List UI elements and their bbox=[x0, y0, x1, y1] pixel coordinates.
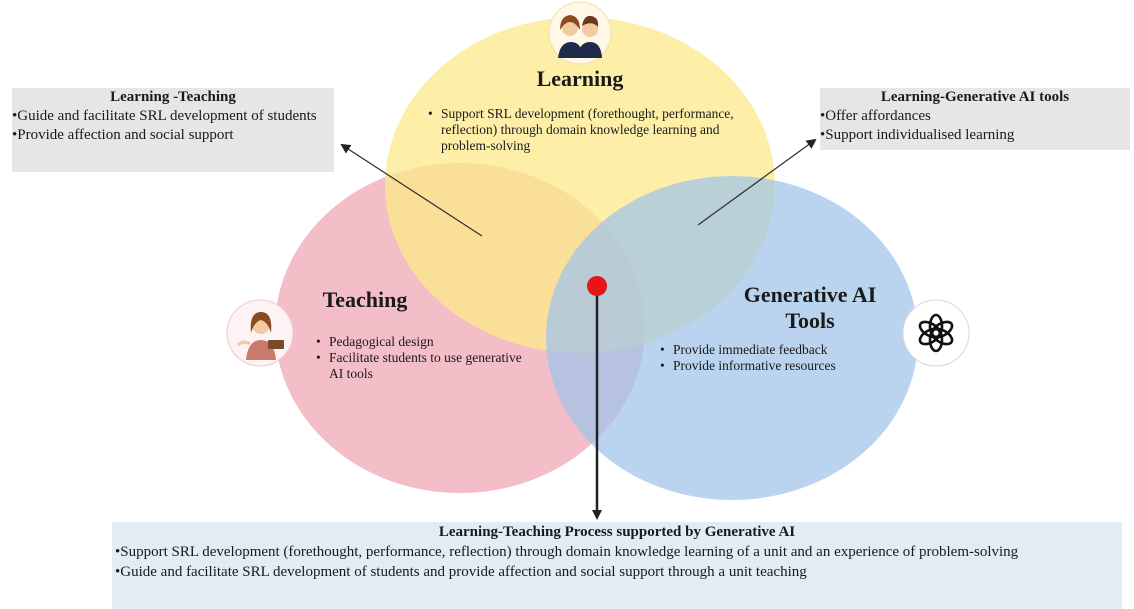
openai-logo-icon bbox=[902, 299, 970, 367]
genai-item-2: Provide informative resources bbox=[660, 358, 900, 374]
arrow-to-learning-genai bbox=[697, 138, 817, 226]
process-item-1: •Support SRL development (forethought, p… bbox=[115, 544, 1019, 560]
learning-title: Learning bbox=[536, 66, 624, 91]
genai-item-1: Provide immediate feedback bbox=[660, 342, 900, 358]
students-icon bbox=[548, 1, 612, 65]
teaching-item-1: Pedagogical design bbox=[316, 334, 526, 350]
learning-teaching-box: Learning -Teaching •Guide and facilitate… bbox=[12, 88, 334, 172]
learning-teaching-title: Learning -Teaching bbox=[110, 89, 236, 105]
learning-genai-title: Learning-Generative AI tools bbox=[880, 89, 1070, 105]
center-marker bbox=[587, 276, 607, 296]
learning-genai-item-2: •Support individualised learning bbox=[820, 127, 1015, 143]
teaching-item-2: Facilitate students to use generative AI… bbox=[316, 350, 526, 382]
genai-title: Generative AI Tools bbox=[743, 282, 877, 333]
process-item-2: •Guide and facilitate SRL development of… bbox=[115, 564, 807, 580]
arrow-to-learning-teaching bbox=[340, 143, 483, 237]
process-box: Learning-Teaching Process supported by G… bbox=[112, 522, 1122, 609]
learning-item-1: Support SRL development (forethought, pe… bbox=[428, 106, 738, 154]
learning-teaching-item-1: •Guide and facilitate SRL development of… bbox=[12, 108, 317, 124]
learning-list: Support SRL development (forethought, pe… bbox=[428, 106, 738, 154]
learning-teaching-item-2: •Provide affection and social support bbox=[12, 127, 234, 143]
learning-genai-item-1: •Offer affordances bbox=[820, 108, 931, 124]
learning-genai-box: Learning-Generative AI tools •Offer affo… bbox=[820, 88, 1130, 150]
process-title: Learning-Teaching Process supported by G… bbox=[438, 524, 796, 540]
teaching-title: Teaching bbox=[322, 287, 408, 312]
genai-circle bbox=[546, 176, 918, 500]
teaching-list: Pedagogical design Facilitate students t… bbox=[316, 334, 526, 382]
teacher-icon bbox=[226, 299, 294, 367]
genai-list: Provide immediate feedback Provide infor… bbox=[660, 342, 900, 374]
